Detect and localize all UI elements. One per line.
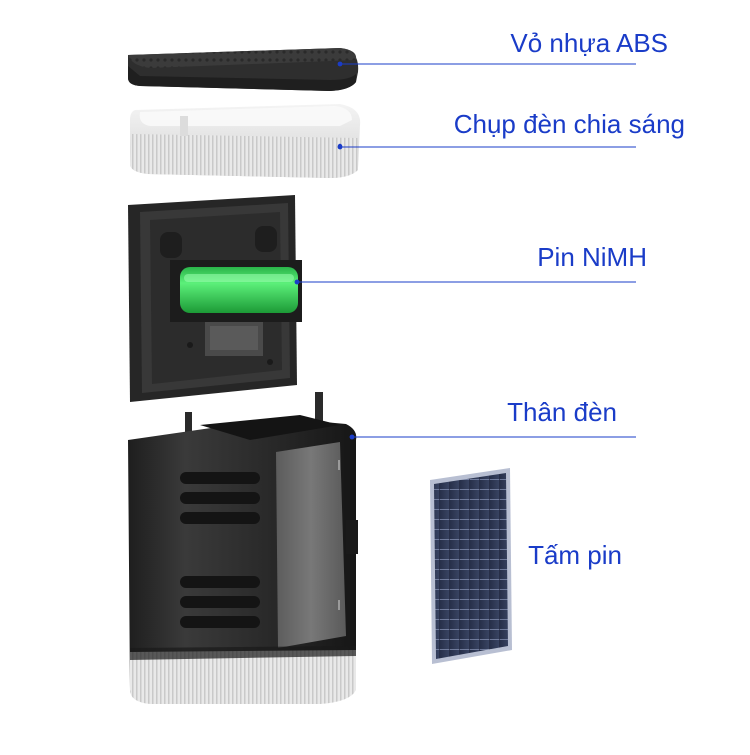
leader-dot-battery xyxy=(294,279,300,285)
label-battery: Pin NiMH xyxy=(537,242,647,272)
leader-dots xyxy=(294,61,355,440)
top-cover xyxy=(128,48,359,91)
nimh-battery xyxy=(180,267,300,313)
label-lamp-body: Thân đèn xyxy=(507,397,617,427)
lamp-body xyxy=(128,392,358,704)
leader-dot-lamp-body xyxy=(349,434,355,440)
leader-lines xyxy=(297,63,636,438)
light-diffuser xyxy=(130,104,361,178)
label-solar-panel: Tấm pin xyxy=(528,540,622,570)
leader-dot-diffuser xyxy=(337,144,343,150)
label-top-cover: Vỏ nhựa ABS xyxy=(510,28,668,58)
label-light-diffuser: Chụp đèn chia sáng xyxy=(453,109,685,139)
leader-dot-top-cover xyxy=(337,61,343,67)
solar-panel xyxy=(430,468,512,664)
